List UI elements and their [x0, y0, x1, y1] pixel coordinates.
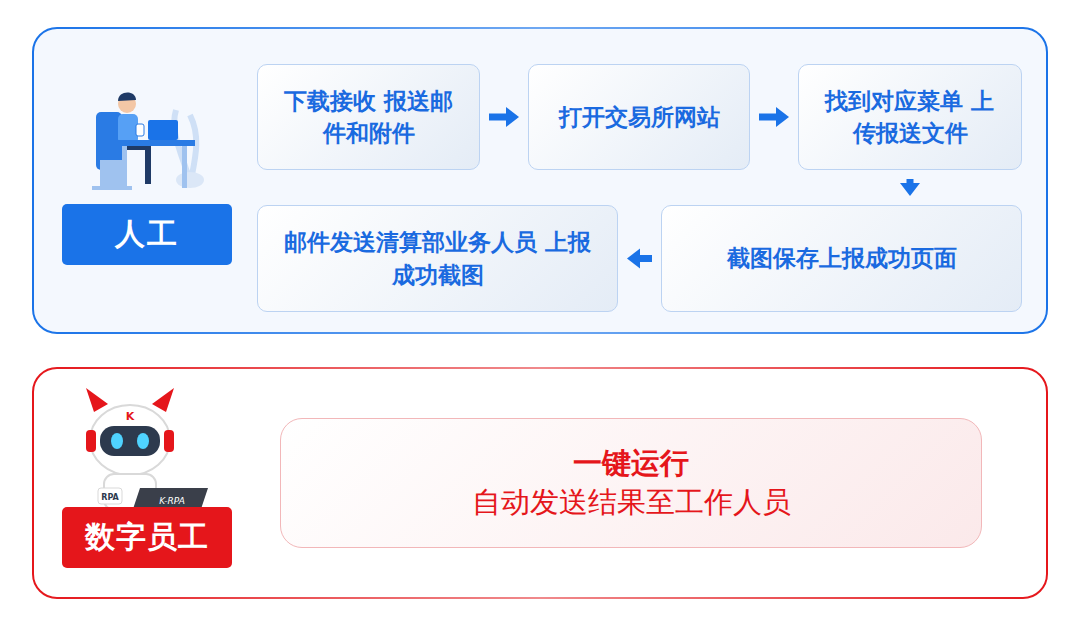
- box-label: 截图保存上报成功页面: [727, 242, 957, 274]
- worker-illustration: [92, 93, 204, 190]
- arrow-shaft: [638, 255, 652, 262]
- flow-arrow: [489, 107, 519, 127]
- robot-chest-text: RPA: [101, 493, 119, 502]
- flow-arrow: [900, 179, 920, 196]
- box-label: 数字员工: [85, 517, 209, 558]
- laptop-logo: K-RPA: [159, 496, 185, 506]
- manual-panel: [33, 28, 1047, 333]
- box-label: 邮件发送清算部业务人员 上报成功截图: [276, 226, 599, 290]
- arrow-shaft: [759, 114, 778, 121]
- process-box: 截图保存上报成功页面: [661, 205, 1022, 312]
- process-box: 下载接收 报送邮件和附件: [257, 64, 480, 170]
- group-tag: 人工: [62, 204, 232, 265]
- result-text: 自动发送结果至工作人员: [472, 483, 791, 522]
- robot-badge: K: [126, 410, 135, 423]
- flow-arrow: [627, 249, 652, 269]
- process-box: 打开交易所网站: [528, 64, 750, 170]
- result-box: 一键运行自动发送结果至工作人员: [280, 418, 982, 548]
- arrow-head: [506, 107, 519, 127]
- box-label: 人工: [115, 214, 179, 255]
- arrow-shaft: [489, 114, 508, 121]
- robot-illustration: [86, 388, 208, 512]
- process-box: 找到对应菜单 上传报送文件: [798, 64, 1022, 170]
- process-box: 邮件发送清算部业务人员 上报成功截图: [257, 205, 618, 312]
- flow-arrow: [759, 107, 789, 127]
- result-heading: 一键运行: [573, 444, 689, 483]
- arrow-head: [776, 107, 789, 127]
- box-label: 打开交易所网站: [559, 101, 720, 133]
- arrow-head: [627, 249, 640, 269]
- box-label: 下载接收 报送邮件和附件: [276, 85, 461, 149]
- box-label: 找到对应菜单 上传报送文件: [817, 85, 1003, 149]
- digital-panel: [33, 368, 1047, 598]
- group-tag: 数字员工: [62, 507, 232, 568]
- arrow-head: [900, 183, 920, 196]
